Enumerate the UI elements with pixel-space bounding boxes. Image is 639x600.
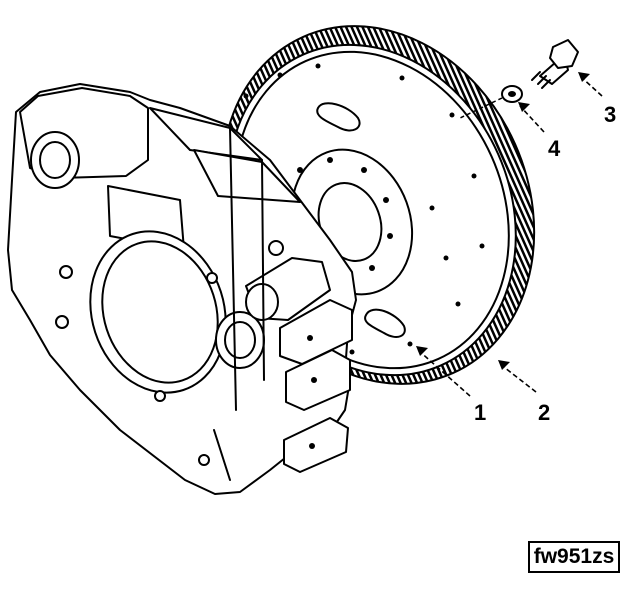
starter-port (215, 311, 265, 369)
housing-bore (89, 230, 227, 394)
flywheel-housing (7, 83, 357, 495)
callout-2-label: 2 (538, 400, 550, 425)
arrowhead-4 (518, 102, 530, 112)
housing-boss (245, 283, 279, 321)
figure-id-label: fw951zs (528, 541, 620, 573)
flywheel-slot (316, 102, 361, 132)
arrowhead-2 (498, 360, 510, 370)
washer (501, 85, 523, 103)
capscrew (531, 39, 579, 89)
mounting-pads (279, 299, 353, 473)
leader-4 (519, 105, 545, 133)
arrowhead-3 (578, 72, 590, 82)
callout-arrowheads (416, 72, 590, 370)
callout-3-label: 3 (604, 102, 616, 127)
leader-2 (499, 363, 537, 393)
callout-1-label: 1 (474, 400, 486, 425)
callout-4-label: 4 (548, 136, 561, 161)
outer-bolt-holes (243, 63, 485, 355)
leader-1 (417, 349, 471, 397)
arrowhead-1 (416, 346, 428, 356)
housing-bolt-holes (55, 240, 284, 466)
